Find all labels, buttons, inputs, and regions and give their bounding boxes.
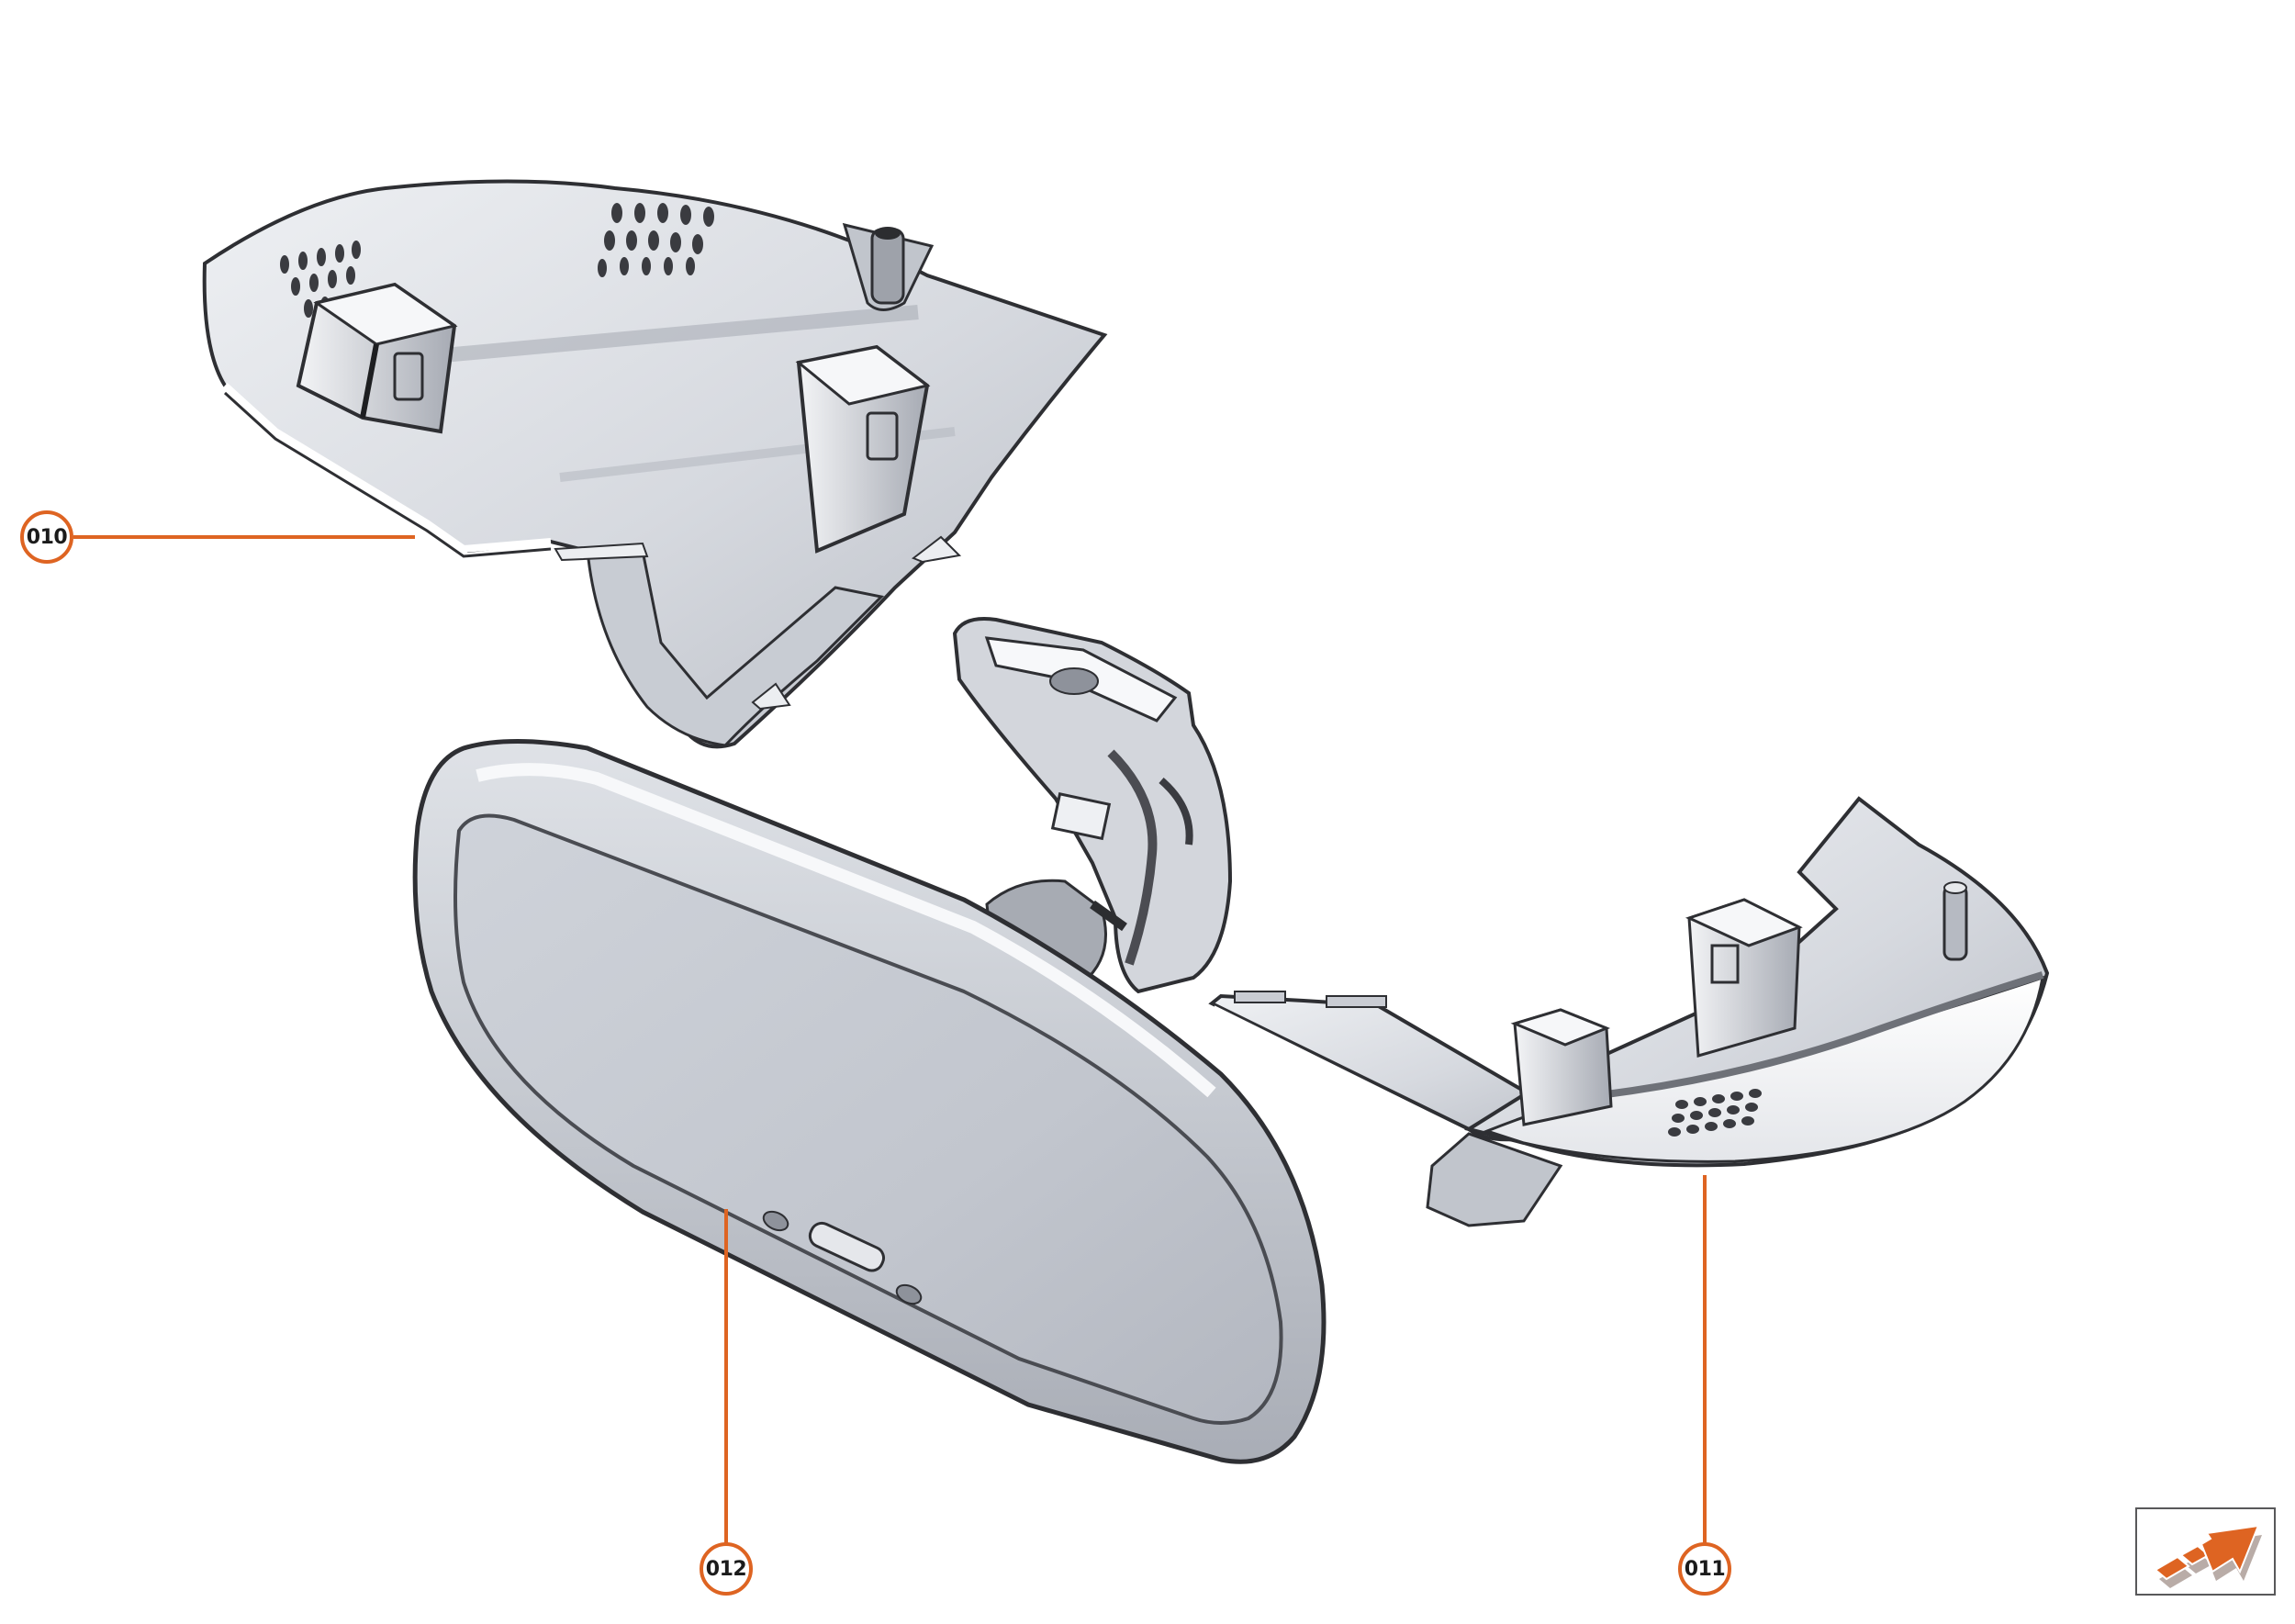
part-011-lower-cover [1208,796,2050,1227]
part-010-upper-cover [202,179,1108,749]
clip-block-left [296,282,458,434]
leader-line-010 [73,535,415,539]
vent-holes-lower [1668,1089,1762,1137]
part-012-rear-view-mirror [412,739,1327,1464]
callout-011[interactable]: 011 [1678,1542,1731,1596]
callout-012[interactable]: 012 [700,1542,753,1596]
pin-socket [842,222,935,311]
leader-line-011 [1703,1175,1707,1543]
next-page-button[interactable] [2135,1507,2276,1596]
callout-011-label: 011 [1684,1557,1726,1581]
mirror-mount-arm [952,617,1233,994]
leader-line-012 [724,1209,728,1543]
callout-012-label: 012 [705,1557,747,1581]
clip-block-right [795,344,931,554]
callout-010-label: 010 [26,525,68,549]
callout-010[interactable]: 010 [20,510,73,564]
orange-arrow-forward-icon [2154,1524,2262,1588]
vent-holes-center [598,203,714,277]
